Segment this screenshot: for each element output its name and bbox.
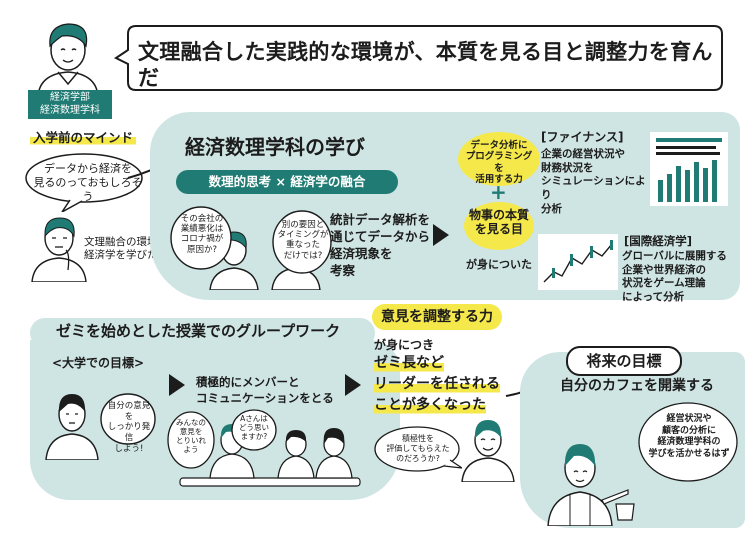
smiling-leader-illustration: [461, 420, 515, 482]
study-title: 経済数理学科の学び: [185, 135, 365, 159]
coordination-bubble: [374, 426, 462, 472]
coordination-line-1: ゼミ長など: [374, 355, 444, 373]
profile-badge: 経済学部 経済数理学科: [28, 90, 112, 119]
skill-1-text: データ分析に プログラミングを 活用する力: [465, 140, 533, 186]
question-bubble-1: [170, 206, 232, 270]
coordination-title: 意見を調整する力: [372, 304, 502, 330]
page-title: 文理融合した実践的な環境が、本質を見る目と調整力を育んだ: [138, 40, 713, 91]
skill-2-text: 物事の本質 を見る目: [468, 208, 529, 237]
group-bubble-b: [231, 409, 277, 451]
skill-bubble-2: [464, 202, 534, 250]
student-goal-illustration: [45, 394, 99, 460]
mindset-label: 入学前のマインド: [30, 130, 137, 146]
finance-chart-illustration: [650, 132, 728, 206]
coordination-lead: が身につき: [374, 338, 435, 352]
coordination-line-3: ことが多くなった: [374, 397, 486, 415]
play-arrow-icon: [345, 374, 361, 396]
play-arrow-icon: [433, 224, 449, 246]
acquired-text: が身についた: [466, 258, 532, 271]
international-label: [国際経済学]: [624, 234, 693, 248]
question-bubble-1-text: その会社の 業績悪化は コロナ禍が 原因か?: [180, 214, 224, 255]
play-arrow-icon: [169, 374, 185, 396]
international-description: グローバルに展開する 企業や世界経済の 状況をゲーム理論 によって分析: [622, 250, 727, 303]
mindset-note: 文理融合の環境で 経済学を学びたい: [84, 236, 168, 262]
goal-bubble: [100, 393, 156, 445]
group-bubble-b-text: Aさんは どう思い ますか?: [239, 414, 269, 441]
finance-label: [ファイナンス]: [541, 130, 624, 144]
study-banner: 数理的思考 × 経済学の融合: [176, 170, 398, 194]
international-chart-illustration: [538, 234, 618, 290]
cafe-owner-illustration: [547, 444, 635, 526]
action-text: 積極的にメンバーと コミュニケーションをとる: [196, 375, 334, 406]
question-bubble-2-text: 別の要因と タイミングが 重なった だけでは?: [277, 220, 329, 261]
future-bubble: [638, 402, 738, 482]
future-goal: 自分のカフェを開業する: [560, 378, 714, 394]
goal-bubble-text: 自分の意見を しっかり発信 しよう!: [107, 401, 151, 454]
university-goal-label: <大学での目標>: [52, 356, 145, 370]
future-label: 将来の目標: [566, 346, 682, 376]
finance-description: 企業の経営状況や 財務状況を シミュレーションにより 分析: [541, 148, 646, 215]
group-bubble-a-text: みんなの 意見を とりいれ よう: [176, 418, 206, 454]
mindset-bubble-text: データから経済を 見るのっておもしろそう: [33, 162, 143, 203]
plus-sign: +: [490, 180, 507, 204]
study-description: 統計データ解析を 通じてデータから 経済現象を 考察: [330, 212, 431, 278]
coordination-line-2: リーダーを任される: [374, 376, 500, 394]
question-bubble-2: [272, 210, 332, 274]
student-avatar: [37, 23, 99, 96]
seminar-banner: ゼミを始めとした授業でのグループワーク: [56, 322, 341, 340]
coordination-bubble-text: 積極性を 評価してもらえた のだろうか?: [386, 434, 450, 463]
study-band: [150, 112, 740, 300]
future-bubble-text: 経営状況や 顧客の分析に 経済数理学科の 学びを活かせるはず: [648, 414, 730, 460]
skill-bubble-1: [458, 132, 540, 186]
mindset-speech-bubble: [25, 153, 143, 212]
thinking-student-illustration: [31, 217, 87, 282]
group-bubble-a: [167, 411, 215, 469]
title-bubble: [114, 25, 723, 91]
